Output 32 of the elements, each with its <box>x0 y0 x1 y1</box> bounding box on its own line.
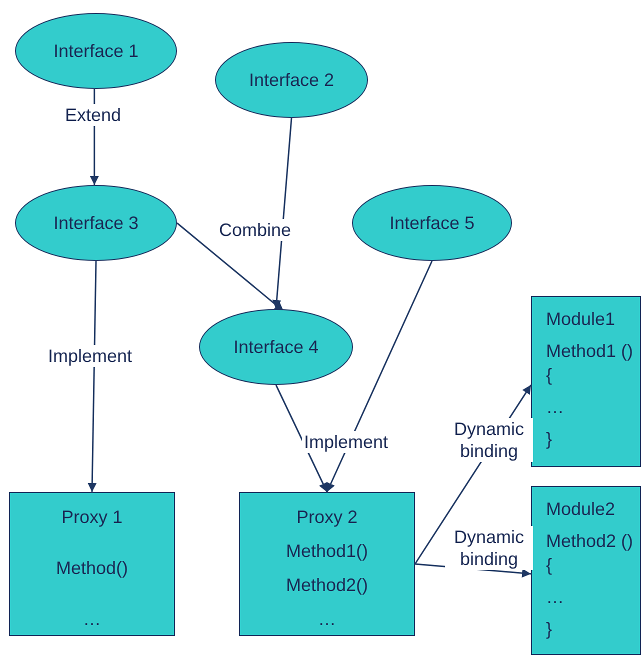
code-line: } <box>546 618 552 641</box>
edge-label: Combine <box>216 219 294 241</box>
edge-label: Implement <box>302 431 390 453</box>
arrow <box>326 260 433 492</box>
box-title: Module1 <box>546 308 616 331</box>
code-line: … <box>318 608 336 631</box>
code-line: … <box>546 586 564 609</box>
arrow <box>275 384 328 492</box>
module-box <box>531 296 641 467</box>
box-title: Proxy 2 <box>296 506 358 529</box>
code-line: Method2 () { <box>546 530 634 577</box>
node-label: Interface 1 <box>53 40 139 63</box>
code-line: … <box>546 396 564 419</box>
code-line: Method1 () { <box>546 340 634 387</box>
code-line: … <box>83 608 101 631</box>
code-line: Method() <box>56 557 128 580</box>
arrow <box>88 260 97 492</box>
arrow <box>272 118 292 310</box>
box-title: Module2 <box>546 498 616 521</box>
proxy-box <box>9 492 175 636</box>
arrow <box>176 222 284 312</box>
proxy-box <box>239 492 415 636</box>
code-line: Method2() <box>286 574 368 597</box>
node-label: Interface 2 <box>248 69 334 92</box>
node-label: Interface 5 <box>389 212 475 235</box>
edge-label: Dynamic binding <box>445 526 533 570</box>
module-box <box>531 486 641 655</box>
code-line: } <box>546 428 552 451</box>
node-label: Interface 3 <box>53 212 139 235</box>
code-line: Method1() <box>286 540 368 563</box>
node-label: Interface 4 <box>233 336 319 359</box>
box-title: Proxy 1 <box>61 506 123 529</box>
